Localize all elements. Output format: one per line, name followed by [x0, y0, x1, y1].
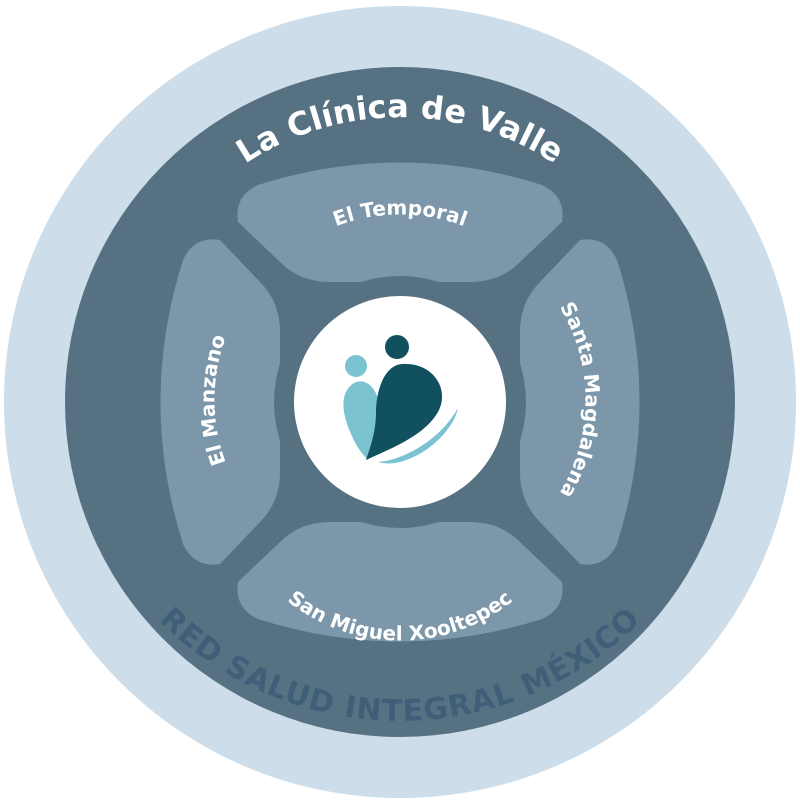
two-figures-logo-icon: [343, 335, 458, 464]
segment-group: [160, 162, 640, 642]
segment-right: [520, 239, 640, 565]
segment-top: [237, 162, 563, 282]
segment-bottom: [237, 522, 563, 642]
segment-left: [160, 239, 280, 565]
